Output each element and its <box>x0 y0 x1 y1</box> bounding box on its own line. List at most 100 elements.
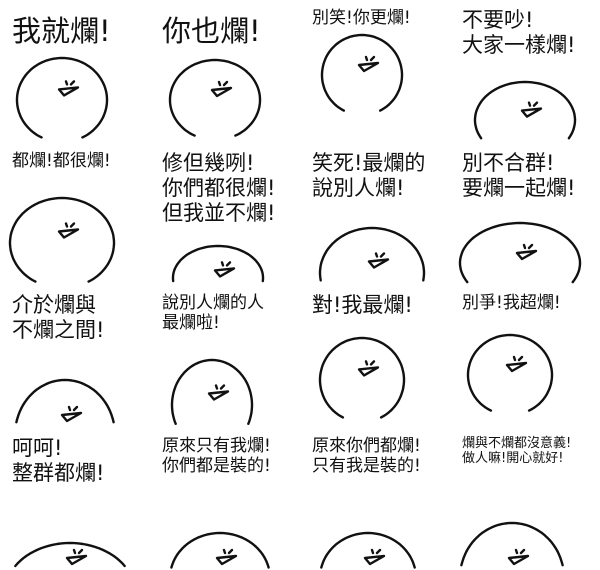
caption-line: 只有我是裝的! <box>312 455 421 476</box>
sticker-caption: 對!我最爛! <box>312 293 413 318</box>
blob-character-illustration <box>15 56 109 139</box>
caption-line: 你也爛! <box>162 14 261 48</box>
blob-character-illustration <box>170 531 270 569</box>
blob-character-illustration <box>460 521 564 566</box>
character-body <box>473 80 577 140</box>
blob-character-illustration <box>8 196 116 283</box>
sticker-caption: 我就爛! <box>12 14 111 49</box>
caption-line: 修但幾咧! <box>162 150 255 175</box>
blob-character-illustration <box>318 226 426 282</box>
caption-line: 不爛之間! <box>12 318 105 343</box>
character-face <box>357 360 380 377</box>
sticker[interactable]: 原來你們都爛!只有我是裝的! <box>300 428 450 570</box>
character-body <box>460 521 564 566</box>
character-body <box>466 333 554 412</box>
character-face <box>60 405 83 423</box>
blob-character-illustration <box>320 33 404 112</box>
blob-character-illustration <box>14 541 126 567</box>
sticker[interactable]: 都爛!都很爛! <box>0 143 150 286</box>
sticker-caption: 修但幾咧!你們都很爛!但我並不爛! <box>162 151 275 227</box>
caption-line: 大家一樣爛! <box>462 33 576 58</box>
character-face <box>363 548 386 565</box>
character-face <box>520 101 543 118</box>
caption-line: 對!我最爛! <box>312 293 413 317</box>
character-face <box>357 55 380 73</box>
character-body <box>14 541 126 567</box>
sticker[interactable]: 別不合群!要爛一起爛! <box>450 143 600 286</box>
character-body <box>318 226 426 282</box>
sticker[interactable]: 修但幾咧!你們都很爛!但我並不爛! <box>150 143 300 286</box>
sticker[interactable]: 我就爛! <box>0 0 150 143</box>
sticker[interactable]: 不要吵!大家一樣爛! <box>450 0 600 143</box>
caption-line: 別爭!我超爛! <box>462 293 561 313</box>
sticker[interactable]: 爛與不爛都沒意義!做人嘛!開心就好! <box>450 428 600 570</box>
character-body <box>15 378 115 424</box>
character-face <box>57 221 80 239</box>
caption-line: 不要吵! <box>462 8 534 32</box>
character-body <box>458 221 582 283</box>
caption-line: 原來你們都爛! <box>312 435 421 456</box>
sticker[interactable]: 笑死!最爛的說別人爛! <box>300 143 450 286</box>
caption-line: 但我並不爛! <box>162 200 276 225</box>
sticker-caption: 你也爛! <box>162 14 261 49</box>
blob-character-illustration <box>168 58 262 137</box>
character-face <box>207 384 230 401</box>
character-face <box>213 260 236 278</box>
blob-character-illustration <box>171 244 265 282</box>
character-face <box>505 355 528 373</box>
sticker-caption: 不要吵!大家一樣爛! <box>462 8 575 58</box>
blob-character-illustration <box>15 378 115 424</box>
sticker[interactable]: 原來只有我爛!你們都是裝的! <box>150 428 300 570</box>
character-body <box>15 56 109 139</box>
character-body <box>170 358 254 425</box>
caption-line: 說別人爛的人 <box>162 293 264 313</box>
caption-line: 呵呵! <box>12 435 63 460</box>
caption-line: 最爛啦! <box>162 313 220 334</box>
sticker-caption: 別爭!我超爛! <box>462 293 561 313</box>
character-body <box>168 58 262 137</box>
sticker[interactable]: 說別人爛的人最爛啦! <box>150 285 300 428</box>
character-body <box>170 531 270 569</box>
caption-line: 笑死!最爛的 <box>312 150 426 175</box>
caption-line: 整群都爛! <box>12 460 105 485</box>
character-face <box>65 548 88 565</box>
caption-line: 你們都很爛! <box>162 175 276 200</box>
character-body <box>320 33 404 112</box>
sticker[interactable]: 介於爛與不爛之間! <box>0 285 150 428</box>
caption-line: 說別人爛! <box>312 175 405 200</box>
sticker-caption: 原來只有我爛!你們都是裝的! <box>162 436 271 477</box>
caption-line: 做人嘛!開心就好! <box>462 451 564 467</box>
caption-line: 別不合群! <box>462 150 555 175</box>
sticker-caption: 說別人爛的人最爛啦! <box>162 293 264 334</box>
caption-line: 爛與不爛都沒意義! <box>462 435 572 451</box>
caption-line: 都爛!都很爛! <box>12 150 111 171</box>
blob-character-illustration <box>473 80 577 140</box>
sticker[interactable]: 對!我最爛! <box>300 285 450 428</box>
character-face <box>210 80 233 98</box>
caption-line: 要爛一起爛! <box>462 175 576 200</box>
sticker[interactable]: 呵呵!整群都爛! <box>0 428 150 570</box>
character-face <box>57 80 80 97</box>
sticker-caption: 別笑!你更爛! <box>312 8 411 28</box>
blob-character-illustration <box>466 333 554 412</box>
caption-line: 別笑!你更爛! <box>312 8 411 28</box>
sticker-caption: 笑死!最爛的說別人爛! <box>312 151 425 201</box>
sticker[interactable]: 別笑!你更爛! <box>300 0 450 143</box>
character-face <box>507 548 530 565</box>
sticker-caption: 別不合群!要爛一起爛! <box>462 151 575 201</box>
sticker-caption: 都爛!都很爛! <box>12 151 111 171</box>
sticker[interactable]: 別爭!我超爛! <box>450 285 600 428</box>
character-face <box>515 243 538 260</box>
sticker[interactable]: 你也爛! <box>150 0 300 143</box>
caption-line: 介於爛與 <box>12 293 96 317</box>
blob-character-illustration <box>458 221 582 283</box>
caption-line: 原來只有我爛! <box>162 435 271 456</box>
blob-character-illustration <box>170 358 254 425</box>
character-face <box>367 251 390 269</box>
character-body <box>8 196 116 283</box>
sticker-caption: 介於爛與不爛之間! <box>12 293 104 343</box>
character-face <box>215 548 238 565</box>
blob-character-illustration <box>320 531 416 569</box>
blob-character-illustration <box>318 336 406 419</box>
